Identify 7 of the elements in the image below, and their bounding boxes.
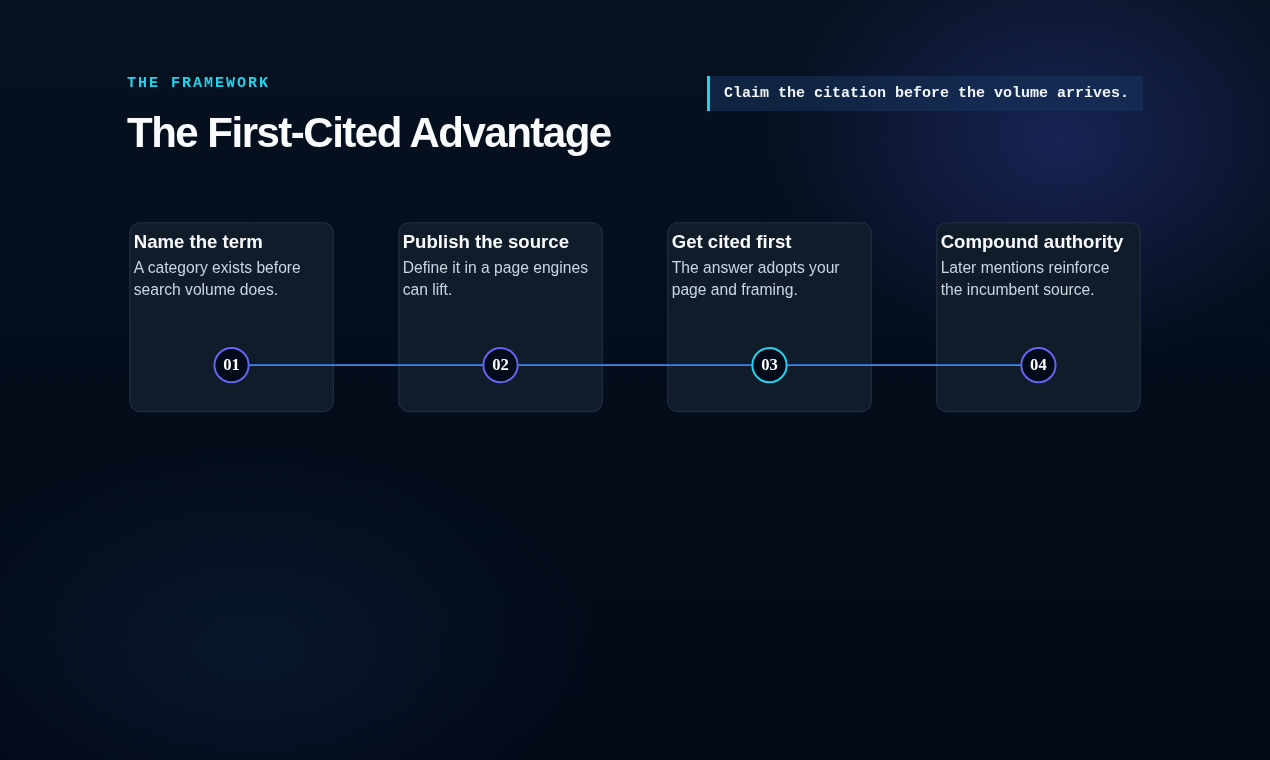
eyebrow-label: THE FRAMEWORK bbox=[127, 75, 271, 92]
node-circle: 02 bbox=[482, 347, 519, 384]
node-circle: 03 bbox=[751, 347, 788, 384]
node-circle: 04 bbox=[1020, 347, 1057, 384]
node-circle: 01 bbox=[213, 347, 250, 384]
callout-quote: Claim the citation before the volume arrives. bbox=[706, 76, 1143, 111]
title: The First-Cited Advantage bbox=[127, 108, 611, 158]
